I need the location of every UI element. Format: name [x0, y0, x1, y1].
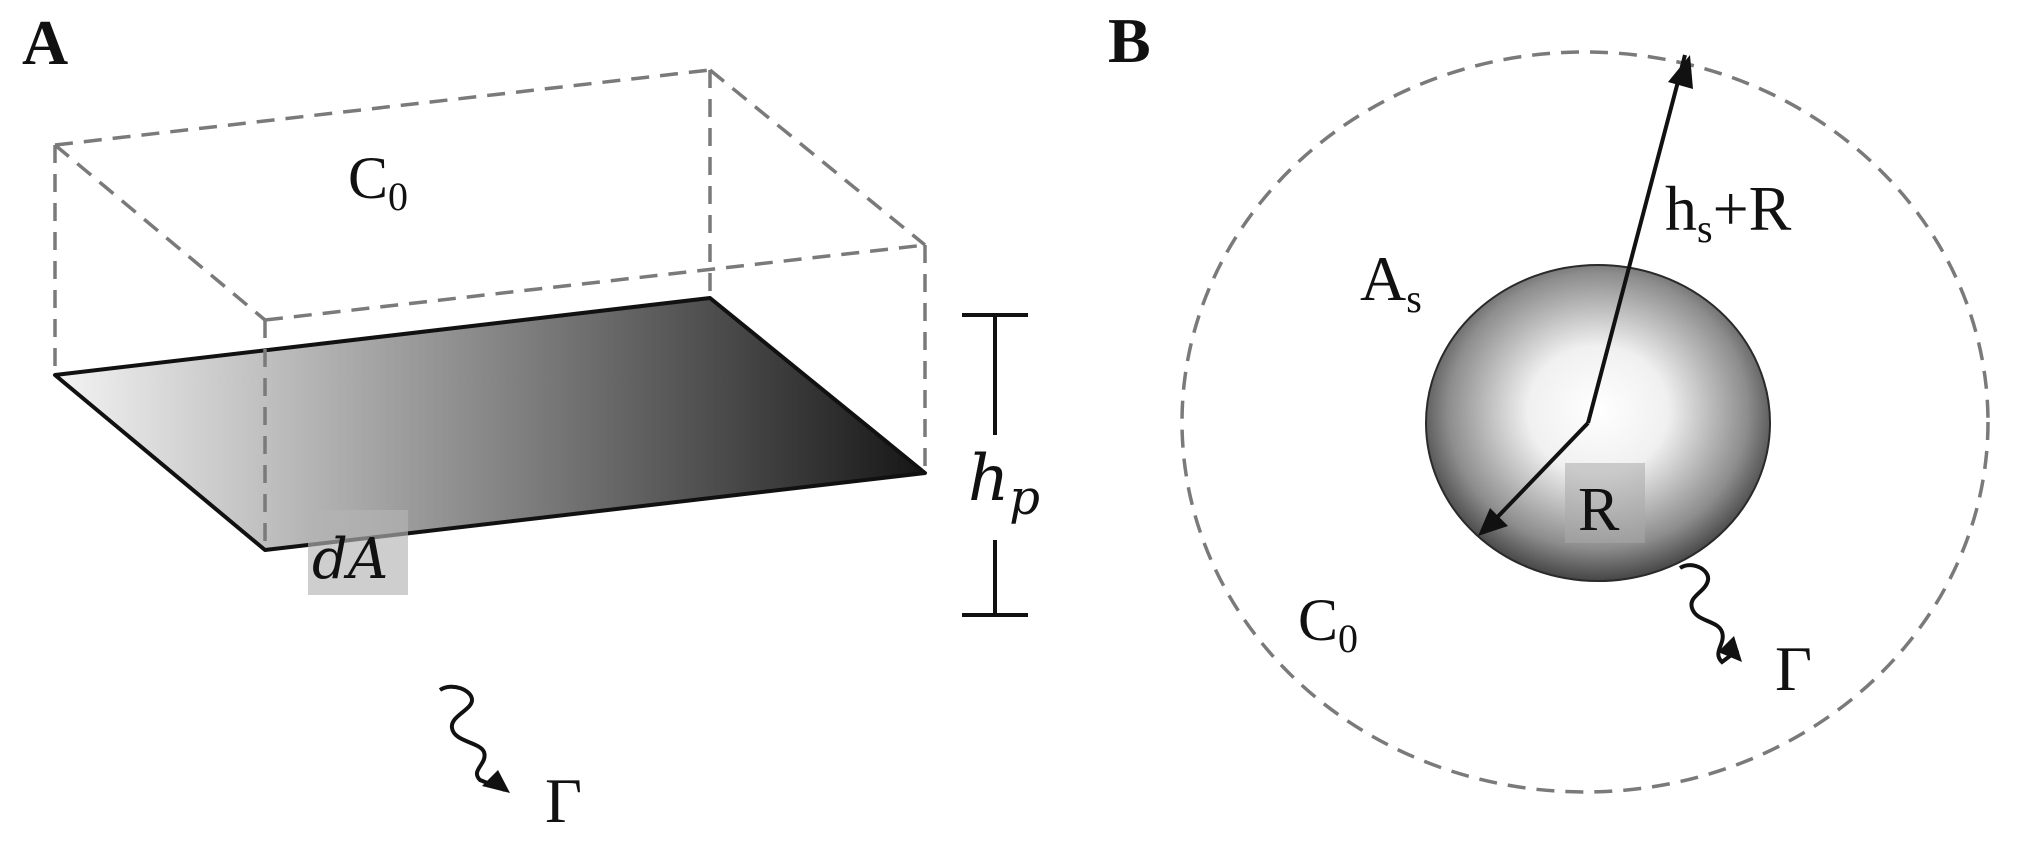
- panel-a: A C0 dA h: [22, 7, 1040, 836]
- flux-arrowhead-b: [1718, 636, 1742, 662]
- flux-arrow-a: [438, 684, 506, 792]
- area-element-highlight: [308, 510, 408, 595]
- box-edge-top-front: [264, 243, 926, 322]
- box-edge-top-left: [53, 143, 267, 322]
- area-element-label: dA: [312, 527, 388, 592]
- sphere-area-label: As: [1360, 243, 1422, 321]
- flux-label-a: Γ: [545, 765, 582, 836]
- radius-arrow: [1483, 421, 1590, 532]
- radius-label: R: [1578, 476, 1620, 544]
- panel-b-label: B: [1108, 5, 1151, 76]
- flux-arrowhead-a: [482, 770, 510, 793]
- concentration-label-a: C0: [348, 145, 408, 219]
- flux-label-b: Γ: [1775, 633, 1812, 704]
- panel-b: B As hs+R R C0 Γ: [1108, 5, 1990, 794]
- surface-plate: [53, 296, 927, 552]
- outer-radius-label: hs+R: [1665, 173, 1792, 251]
- outer-radius-arrow: [1586, 54, 1687, 424]
- radius-label-highlight: [1565, 463, 1645, 543]
- concentration-label-b: C0: [1298, 587, 1358, 661]
- box-front-edges: [263, 243, 927, 550]
- box-hidden-edges: [53, 68, 927, 375]
- height-label: hp: [968, 442, 1040, 526]
- radius-arrowhead: [1478, 508, 1508, 536]
- flux-arrow-b: [1678, 563, 1740, 665]
- panel-a-label: A: [22, 7, 68, 78]
- height-bracket: [962, 313, 1028, 617]
- box-edge-top-back: [54, 68, 711, 147]
- box-edge-top-right: [708, 68, 927, 247]
- outer-radius-arrowhead: [1668, 55, 1693, 89]
- outer-boundary-circle: [1180, 50, 1990, 794]
